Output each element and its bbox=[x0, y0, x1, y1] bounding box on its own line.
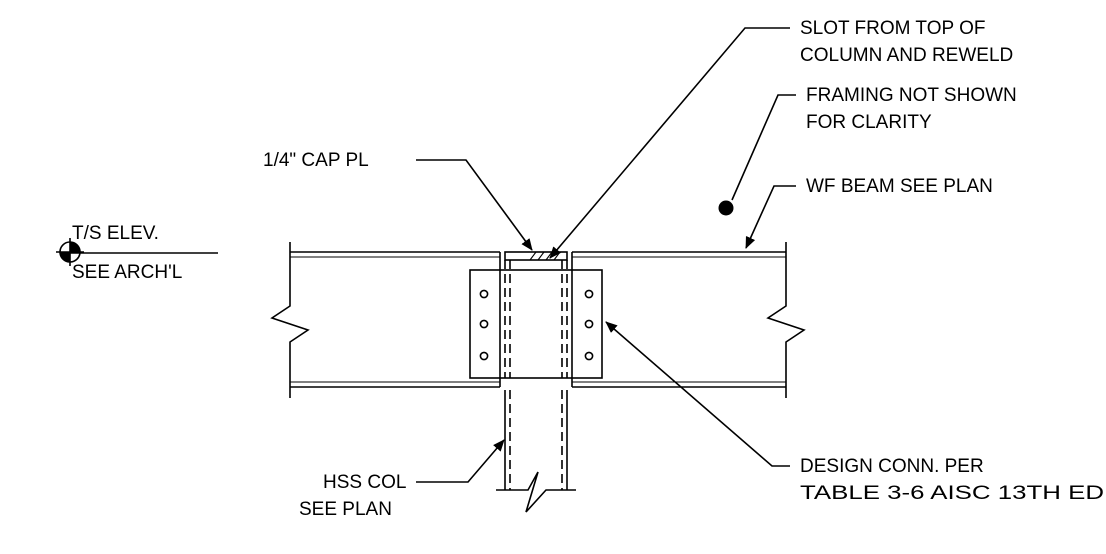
bolt bbox=[479, 289, 489, 299]
left-wf-beam bbox=[270, 242, 501, 398]
hss-column bbox=[496, 260, 576, 513]
see-arch-label: SEE ARCH'L bbox=[72, 262, 182, 283]
bolt bbox=[584, 289, 594, 299]
shear-plate bbox=[469, 269, 603, 379]
ts-elev-label: T/S ELEV. bbox=[72, 223, 159, 244]
right-wf-beam bbox=[571, 242, 806, 398]
design-conn-line1: DESIGN CONN. PER bbox=[800, 456, 984, 477]
framing-dot bbox=[718, 200, 734, 216]
bolt bbox=[584, 319, 594, 329]
wf-beam-label: WF BEAM SEE PLAN bbox=[806, 176, 993, 197]
leader-lines bbox=[416, 27, 796, 483]
framing-note-line1: FRAMING NOT SHOWN bbox=[806, 85, 1017, 106]
bolt bbox=[479, 351, 489, 361]
slot-note-line1: SLOT FROM TOP OF bbox=[800, 18, 985, 39]
bolt bbox=[479, 319, 489, 329]
hss-col-label-line2: SEE PLAN bbox=[299, 499, 392, 520]
hss-col-label-line1: HSS COL bbox=[323, 472, 406, 493]
bolt-group bbox=[479, 289, 594, 361]
design-conn-line2: TABLE 3-6 AISC 13TH ED bbox=[800, 483, 1104, 504]
slot-note-line2: COLUMN AND REWELD bbox=[800, 45, 1013, 66]
elevation-symbol-icon bbox=[56, 238, 218, 266]
bolt bbox=[584, 351, 594, 361]
framing-note-line2: FOR CLARITY bbox=[806, 112, 932, 133]
cap-plate bbox=[504, 251, 568, 261]
cap-plate-label: 1/4" CAP PL bbox=[263, 150, 369, 171]
